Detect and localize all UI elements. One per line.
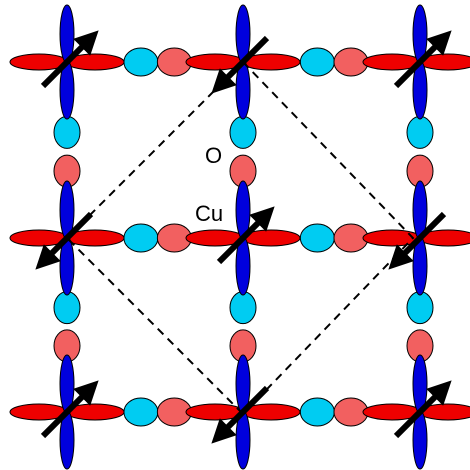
oxygen-p-lobe-cyan: [123, 397, 159, 427]
spin-arrows: [35, 30, 452, 444]
oxygen-label: O: [205, 143, 222, 168]
oxygen-p-lobe-cyan: [53, 291, 81, 325]
oxygen-p-lobe-cyan: [123, 223, 159, 253]
oxygen-p-lobe-cyan: [299, 397, 335, 427]
oxygen-p-lobe-cyan: [406, 291, 434, 325]
oxygen-p-lobe-cyan: [123, 47, 159, 77]
spin-down-arrow: [211, 385, 270, 444]
spin-up-arrow: [393, 380, 452, 439]
oxygen-p-lobe-cyan: [299, 223, 335, 253]
oxygen-vertical-orbitals: [53, 115, 434, 363]
spin-up-arrow: [40, 30, 99, 89]
spin-up-arrow: [393, 30, 452, 89]
oxygen-p-lobe-cyan: [229, 291, 257, 325]
oxygen-p-lobe-cyan: [299, 47, 335, 77]
spin-up-arrow: [40, 380, 99, 439]
oxygen-horizontal-orbitals: [123, 47, 369, 427]
oxygen-p-lobe-cyan: [53, 115, 81, 149]
oxygen-p-lobe-cyan: [229, 115, 257, 149]
copper-orbitals: [9, 4, 470, 470]
oxygen-p-lobe-cyan: [406, 115, 434, 149]
spin-down-arrow: [35, 211, 94, 270]
spin-down-arrow: [211, 35, 270, 94]
copper-label: Cu: [195, 201, 223, 226]
spin-up-arrow: [216, 206, 275, 265]
spin-down-arrow: [388, 211, 447, 270]
